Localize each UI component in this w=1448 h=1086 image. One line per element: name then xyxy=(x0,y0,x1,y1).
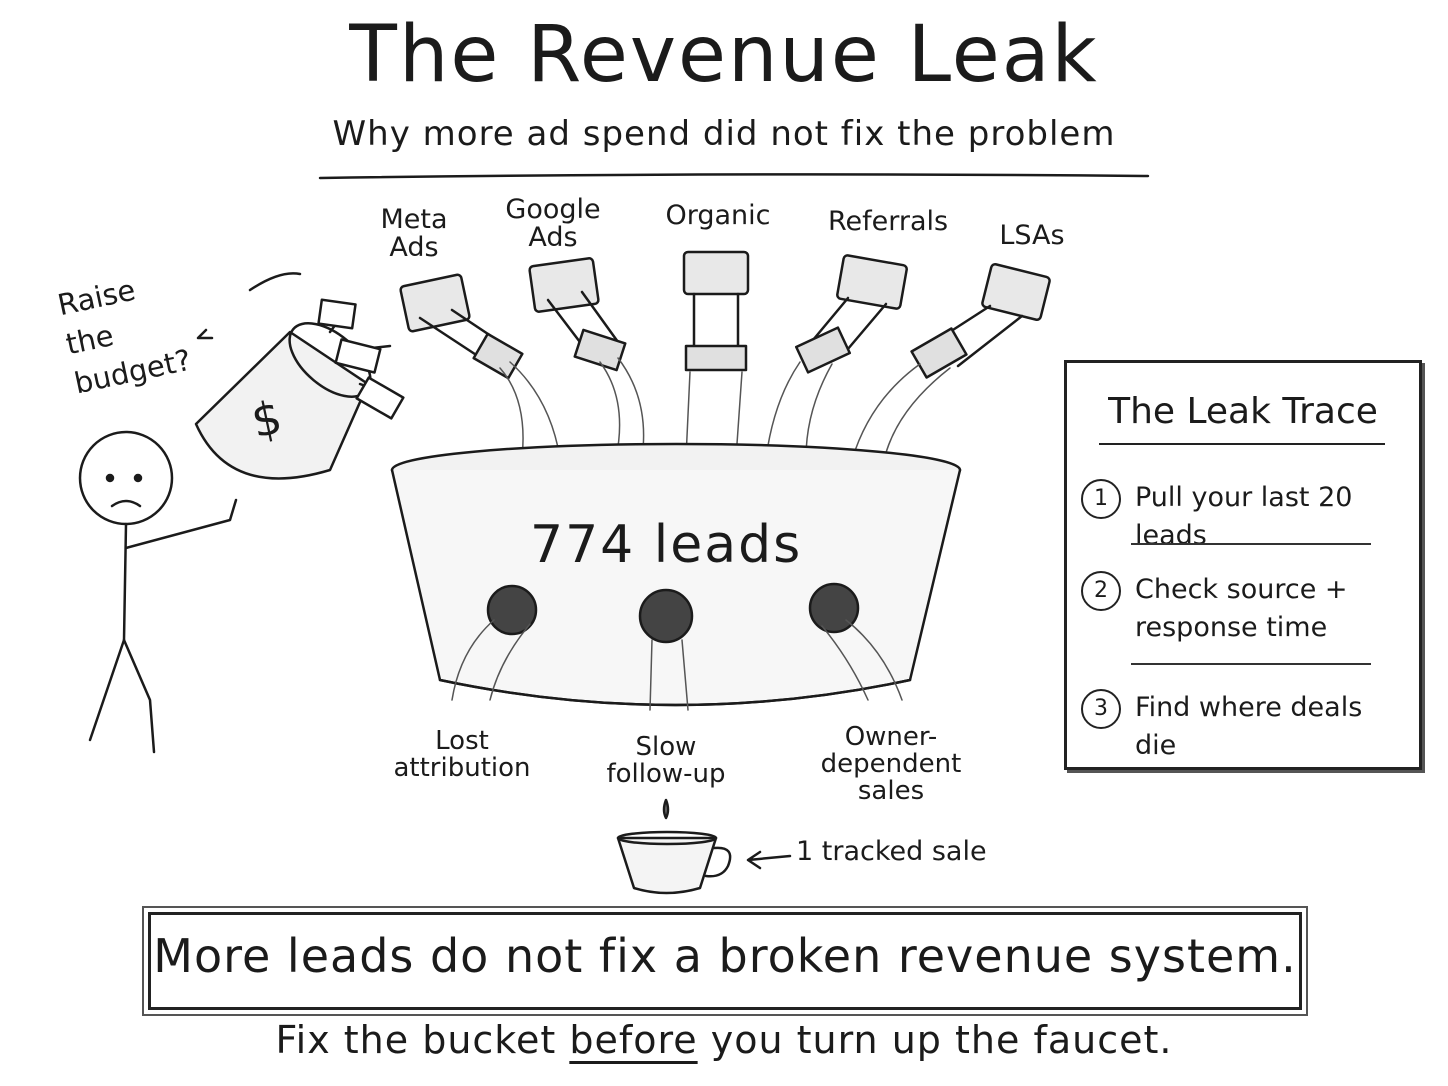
diagram-subtitle: Why more ad spend did not fix the proble… xyxy=(332,114,1116,154)
lead-count-label: 774 leads xyxy=(530,515,803,575)
leak-trace-title: The Leak Trace xyxy=(1108,391,1378,432)
step-divider xyxy=(1131,543,1371,545)
step-text: Check source + response time xyxy=(1135,574,1348,643)
stick-figure-icon xyxy=(78,430,238,754)
conclusion-box: More leads do not fix a broken revenue s… xyxy=(148,912,1302,1010)
tracked-sale-label: 1 tracked sale xyxy=(796,836,987,867)
pipe-icon-lsas xyxy=(910,262,1051,379)
step-number: 1 xyxy=(1081,479,1121,519)
source-label-google: Google Ads xyxy=(505,194,601,253)
pipe-icon-meta xyxy=(399,273,524,380)
conclusion-text: More leads do not fix a broken revenue s… xyxy=(153,929,1297,983)
step-number: 3 xyxy=(1081,689,1121,729)
footer-part-2: you turn up the faucet. xyxy=(710,1018,1173,1062)
leak-trace-underline xyxy=(1099,443,1385,445)
leaky-tub xyxy=(390,442,962,711)
step-text: Find where deals die xyxy=(1135,692,1363,761)
leak-trace-step-2: 2 Check source + response time xyxy=(1081,571,1411,647)
pipe-icon-google xyxy=(528,257,627,372)
leak-label-follow-up: Slow follow-up xyxy=(606,732,726,789)
source-label-meta: Meta Ads xyxy=(380,204,448,263)
pipe-icon-organic xyxy=(682,250,750,372)
step-divider xyxy=(1131,663,1371,665)
subtitle-underline xyxy=(318,173,1150,180)
diagram-title: The Revenue Leak xyxy=(349,10,1099,100)
budget-note: Raise the budget? xyxy=(54,272,194,401)
step-text: Pull your last 20 leads xyxy=(1135,482,1353,551)
leak-trace-step-3: 3 Find where deals die xyxy=(1081,689,1411,765)
leak-trace-step-1: 1 Pull your last 20 leads xyxy=(1081,479,1411,555)
source-label-organic: Organic xyxy=(665,200,771,231)
footer-part-1: Fix the bucket xyxy=(275,1018,557,1062)
leak-label-owner-dependent: Owner- dependent sales xyxy=(820,722,962,806)
footer-emphasis: before xyxy=(569,1018,698,1062)
arrow-icon xyxy=(746,850,792,870)
money-bucket-icon xyxy=(194,272,405,480)
source-label-lsas: LSAs xyxy=(999,220,1065,251)
footer-tagline: Fix the bucket before you turn up the fa… xyxy=(0,1018,1448,1062)
pipe-icon-referrals xyxy=(794,254,908,374)
leak-label-attribution: Lost attribution xyxy=(393,726,531,783)
step-number: 2 xyxy=(1081,571,1121,611)
source-label-referrals: Referrals xyxy=(827,206,949,237)
cup-icon xyxy=(616,798,732,895)
